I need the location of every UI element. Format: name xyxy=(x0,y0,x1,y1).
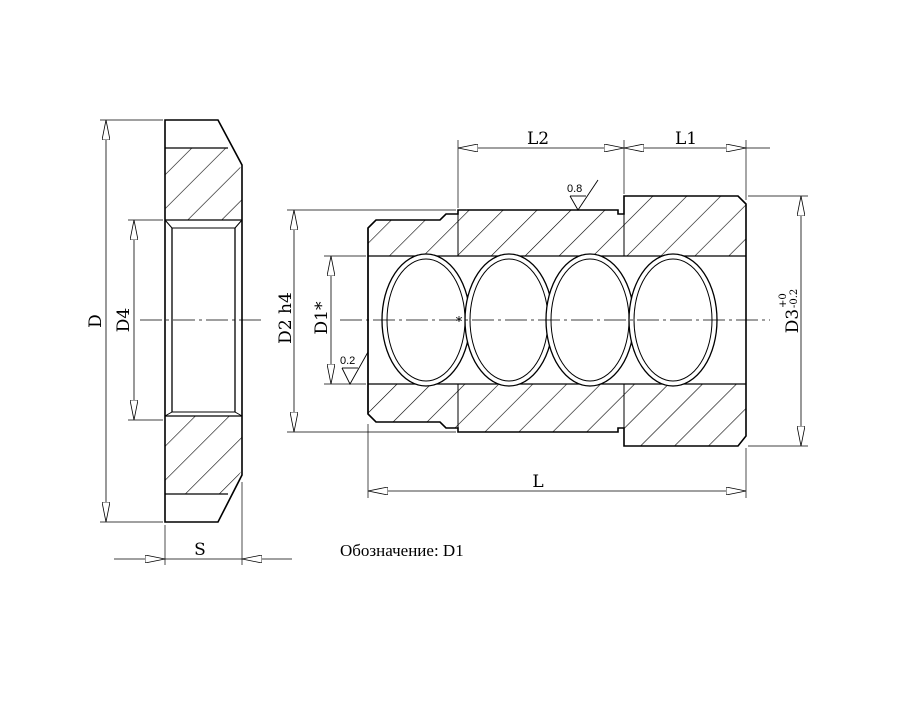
dim-s-label: S xyxy=(194,540,206,560)
dim-l-label: L xyxy=(532,472,543,492)
svg-text:0.8: 0.8 xyxy=(567,183,582,195)
designation-caption: Обозначение: D1 xyxy=(340,541,464,560)
dim-l2-label: L2 xyxy=(527,129,549,149)
bushing-view: * L2 L1 L D2 h4 D1* D3 +0 -0.2 xyxy=(276,129,808,498)
nut-view: D D4 S xyxy=(86,119,292,565)
nut-outline xyxy=(164,119,243,523)
dim-d-label: D xyxy=(86,314,106,328)
bushing-lower-wall xyxy=(368,384,746,446)
dim-d3-tol-lower: -0.2 xyxy=(789,289,800,308)
svg-text:0.2: 0.2 xyxy=(340,355,355,367)
center-mark: * xyxy=(456,315,463,330)
dim-d2-label: D2 h4 xyxy=(276,292,296,344)
nut-lower-section xyxy=(165,416,242,494)
dim-d4-label: D4 xyxy=(114,308,134,332)
dim-d3-tol-upper: +0 xyxy=(778,293,789,308)
dim-d3-label: D3 xyxy=(783,309,803,333)
dim-l1-label: L1 xyxy=(675,129,697,149)
bushing-upper-wall xyxy=(368,196,746,256)
nut-upper-section xyxy=(165,148,242,220)
roller-elements xyxy=(381,253,718,387)
dim-d1-label: D1* xyxy=(312,301,332,334)
roughness-symbol-bore: 0.2 xyxy=(340,351,369,385)
roughness-symbol-outer: 0.8 xyxy=(567,179,599,211)
